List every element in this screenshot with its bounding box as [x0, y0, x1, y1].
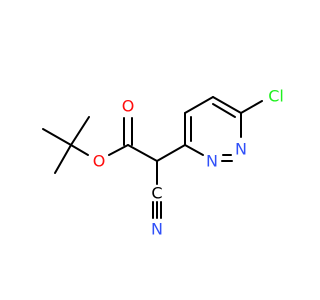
bond-tbu-methyl-bottom: [54, 144, 72, 174]
bond-ring-chlorine: [240, 100, 263, 114]
atom-oxygen-ester: O: [93, 152, 106, 171]
bond-tbu-methyl-top: [70, 116, 90, 146]
bond-ring-c5-c6: [212, 96, 242, 114]
atom-nitrogen-ring-2: N: [206, 152, 218, 171]
atom-labels: O O N N Cl C N: [93, 87, 284, 239]
bond-tbu-oxygen: [70, 144, 89, 156]
bond-carbonyl-alpha: [127, 144, 158, 162]
atom-carbon-nitrile: C: [151, 184, 162, 203]
bond-ring-c5-c6-inner: [212, 103, 236, 118]
bond-ring-n2-c3: [184, 144, 204, 156]
bond-alpha-ring: [156, 144, 186, 162]
bond-oxygen-carbonyl-carbon: [108, 144, 129, 156]
bond-ring-c4-c5: [184, 96, 214, 114]
atom-chlorine: Cl: [268, 87, 284, 106]
bond-tbu-methyl-left: [42, 128, 72, 146]
atom-nitrogen-nitrile: N: [151, 220, 163, 239]
bonds: [42, 96, 263, 219]
atom-nitrogen-ring-1: N: [235, 140, 247, 159]
molecule-structure: O O N N Cl C N: [42, 87, 284, 239]
atom-oxygen-carbonyl: O: [122, 97, 135, 116]
